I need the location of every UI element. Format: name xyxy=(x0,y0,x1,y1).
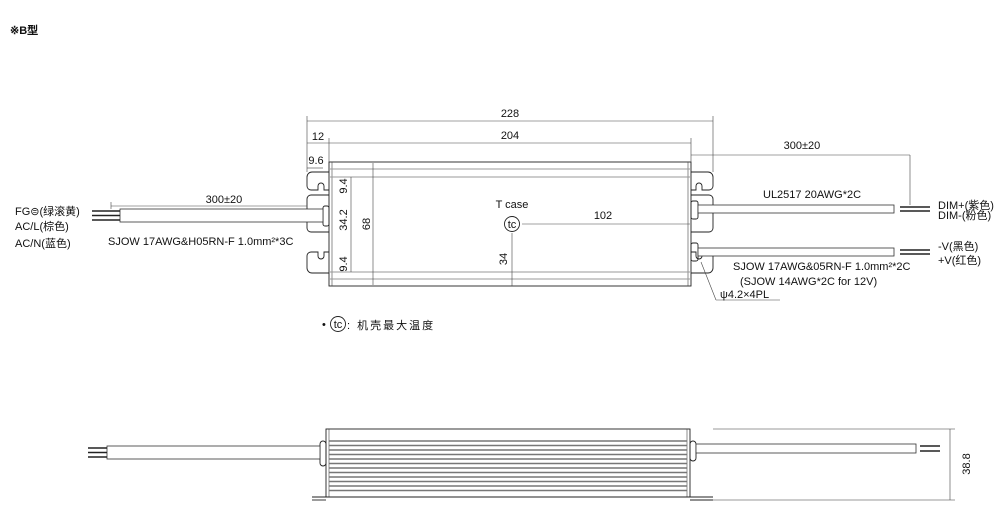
wire-label-acn: AC/N(蓝色) xyxy=(15,236,71,250)
tc-legend: • tc : 机壳最大温度 xyxy=(322,316,435,332)
dim-slot: 9.6 xyxy=(308,155,323,167)
wire-label-dim-plus: DIM+(紫色) xyxy=(938,198,994,212)
wire-label-fg: FG⊜(绿滚黄) xyxy=(15,204,80,218)
right-cable-length: 300±20 xyxy=(784,140,821,152)
wire-label-v-plus: +V(红色) xyxy=(938,253,981,267)
dim-side-height: 38.8 xyxy=(961,453,973,474)
left-cable-spec: SJOW 17AWG&H05RN-F 1.0mm²*3C xyxy=(108,236,293,248)
dim-cable-spec: UL2517 20AWG*2C xyxy=(763,189,861,201)
output-cable-spec: SJOW 17AWG&05RN-F 1.0mm²*2C xyxy=(733,261,911,273)
dim-slot-top: 9.4 xyxy=(338,178,350,193)
dim-overall-length: 228 xyxy=(501,108,519,120)
legend-bullet: • xyxy=(322,319,326,331)
output-cable-spec-12v: (SJOW 14AWG*2C for 12V) xyxy=(740,276,877,288)
dim-slot-mid: 34.2 xyxy=(338,209,350,230)
legend-text: : 机壳最大温度 xyxy=(347,318,435,332)
mounting-hole-label: ψ4.2×4PL xyxy=(720,289,769,301)
drawing-title: ※B型 xyxy=(10,23,38,37)
dim-tc-x: 102 xyxy=(594,210,612,222)
wire-label-acl: AC/L(棕色) xyxy=(15,219,69,233)
wire-label-v-minus: -V(黑色) xyxy=(938,239,978,253)
tcase-label: T case xyxy=(496,199,529,211)
top-view: 228 204 12 9.6 9.4 34.2 9.4 68 T case tc… xyxy=(15,108,994,301)
dim-flange: 12 xyxy=(312,131,324,143)
left-cable-length: 300±20 xyxy=(206,194,243,206)
wire-label-dim-minus: DIM-(粉色) xyxy=(938,208,991,222)
dim-height: 68 xyxy=(361,218,373,230)
legend-tc-symbol: tc xyxy=(334,319,343,331)
dim-body-length: 204 xyxy=(501,130,519,142)
tc-symbol: tc xyxy=(508,219,517,231)
side-view: 38.8 xyxy=(88,428,973,501)
dim-tc-y: 34 xyxy=(498,253,510,265)
dim-slot-bottom: 9.4 xyxy=(338,256,350,271)
